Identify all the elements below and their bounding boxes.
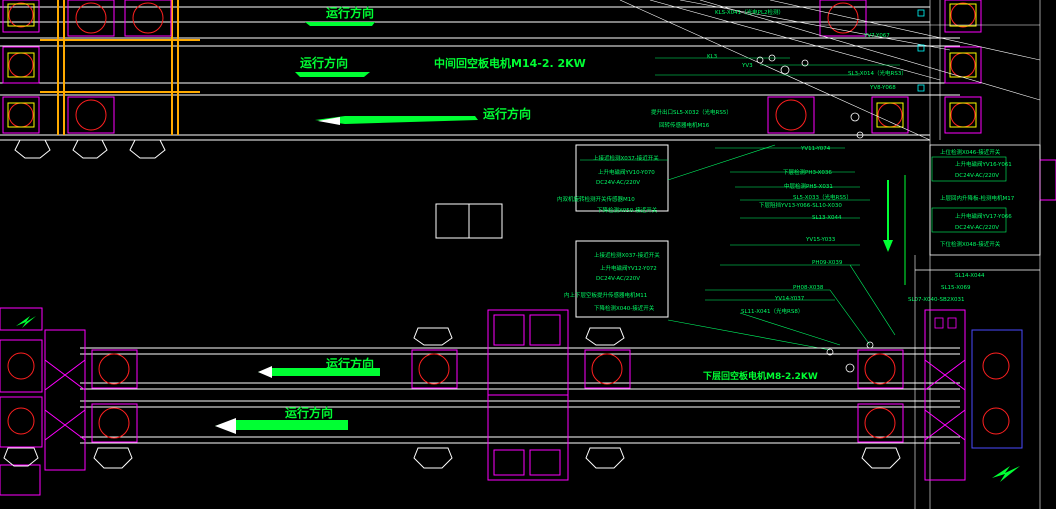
- upper-motor-units: [2, 0, 982, 134]
- right-label: SL11-X041（光电RS8）: [741, 307, 803, 315]
- svg-text:上升电磁阀YV12-Y072: 上升电磁阀YV12-Y072: [600, 264, 657, 272]
- lightning-icon: [16, 316, 36, 328]
- motor-unit: [124, 0, 172, 37]
- right-label: YV14-Y037: [774, 296, 805, 302]
- svg-text:运行方向: 运行方向: [326, 356, 374, 371]
- svg-text:SL14-X044: SL14-X044: [955, 273, 985, 279]
- motor-unit: [944, 96, 982, 134]
- right-verticals: [914, 0, 1041, 509]
- svg-text:DC24V-AC/220V: DC24V-AC/220V: [596, 276, 640, 282]
- upper-direction-3: 运行方向: [315, 106, 531, 125]
- lower-direction-1: 运行方向: [258, 356, 380, 378]
- svg-text:上位检测X046-接近开关: 上位检测X046-接近开关: [940, 148, 1001, 156]
- svg-text:运行方向: 运行方向: [483, 106, 531, 121]
- motor-unit: [67, 96, 115, 134]
- right-label: SL13-X044: [812, 215, 842, 221]
- motor-unit: [944, 0, 982, 33]
- middle-belt-title: 中间回空板电机M14-2. 2KW: [434, 56, 586, 70]
- right-label: PH09-X039: [812, 260, 843, 266]
- lower-guides: [3, 327, 901, 469]
- right-label: YV11-Y074: [800, 146, 831, 152]
- upper-rails: [40, 0, 200, 135]
- lower-belts: [80, 347, 960, 444]
- upper-belts: [0, 6, 960, 141]
- motor-unit: [871, 96, 909, 134]
- upper-direction-1: 运行方向: [305, 5, 375, 26]
- center-block-1: 上接近检测X037-接近开关 上升电磁阀YV10-Y070 DC24V-AC/2…: [557, 144, 776, 214]
- right-label: 提升出口SL5-X032（光电RS5）: [651, 108, 732, 116]
- svg-text:上接近检测X037-接近开关: 上接近检测X037-接近开关: [594, 251, 660, 259]
- far-right-panel: 上位检测X046-接近开关 上升电磁阀YV16-Y061 DC24V-AC/22…: [908, 144, 1056, 303]
- top-note-5: YV3: [741, 63, 753, 69]
- svg-text:上层回内升降板-检测电机M17: 上层回内升降板-检测电机M17: [940, 194, 1015, 202]
- svg-text:上升电磁阀YV16-Y061: 上升电磁阀YV16-Y061: [955, 160, 1012, 168]
- right-label: 中层检测PH5-X031: [784, 182, 833, 190]
- lower-belt-title: 下层回空板电机M8-2.2KW: [703, 370, 818, 382]
- svg-text:运行方向: 运行方向: [300, 55, 348, 70]
- svg-text:上接近检测X037-接近开关: 上接近检测X037-接近开关: [593, 154, 659, 162]
- right-leaders: [705, 147, 896, 346]
- top-note-3: SL3-X014（光电RS3）: [848, 69, 907, 77]
- svg-text:DC24V-AC/220V: DC24V-AC/220V: [955, 173, 999, 179]
- top-note-lines: [655, 57, 900, 76]
- svg-text:运行方向: 运行方向: [326, 5, 374, 20]
- svg-text:下降检测X050-接近开关: 下降检测X050-接近开关: [597, 206, 658, 214]
- svg-text:上升电磁阀YV17-Y066: 上升电磁阀YV17-Y066: [955, 212, 1012, 220]
- svg-text:下位检测X048-接近开关: 下位检测X048-接近开关: [940, 240, 1001, 248]
- motor-unit: [2, 96, 40, 134]
- svg-text:下降检测X040-接近开关: 下降检测X040-接近开关: [594, 304, 655, 312]
- lightning-icon: [992, 466, 1020, 482]
- motor-unit: [2, 0, 40, 33]
- leader-fan-top: [619, 0, 1041, 141]
- center-rectangle: [435, 203, 503, 239]
- svg-text:运行方向: 运行方向: [285, 405, 333, 420]
- right-label: SL5-X033（光电RS5）: [793, 193, 852, 201]
- motor-unit: [67, 0, 115, 37]
- motor-unit: [944, 46, 982, 84]
- right-label: YV15-Y033: [805, 237, 836, 243]
- svg-text:SL15-X069: SL15-X069: [941, 285, 971, 291]
- motor-unit: [819, 0, 867, 37]
- svg-text:内双机旋转检测开关传感器M10: 内双机旋转检测开关传感器M10: [557, 195, 635, 203]
- top-note-6: YV8-Y068: [869, 85, 896, 91]
- lower-left-frame: [0, 307, 138, 496]
- right-label: 下层检测PH3-X036: [783, 168, 832, 176]
- upper-guides: [14, 139, 166, 159]
- top-sensors: [756, 9, 925, 139]
- down-arrow: [883, 175, 906, 285]
- center-block-2: 上接近检测X037-接近开关 上升电磁阀YV12-Y072 DC24V-AC/2…: [564, 240, 831, 351]
- motor-unit: [2, 46, 40, 84]
- motor-unit: [767, 96, 815, 134]
- svg-text:DC24V-AC/220V: DC24V-AC/220V: [955, 225, 999, 231]
- svg-text:内上下层空板提升传感器电机M11: 内上下层空板提升传感器电机M11: [564, 291, 647, 299]
- lower-sensors: [826, 317, 957, 373]
- lower-center-frames: [411, 309, 1023, 481]
- top-note-4: KL3: [707, 54, 718, 60]
- upper-direction-2: 运行方向: [295, 55, 370, 77]
- right-label: PH08-X038: [793, 285, 824, 291]
- lower-direction-2: 运行方向: [215, 405, 348, 434]
- right-label: 回转传感器电机M16: [659, 121, 710, 129]
- svg-text:DC24V-AC/220V: DC24V-AC/220V: [596, 180, 640, 186]
- top-note-1: KLS-X041（光电PL2检测）: [715, 8, 784, 16]
- right-label: 下层阻挡YV13-Y066-SL10-X030: [759, 201, 842, 209]
- svg-text:SL07-X040-SB2X031: SL07-X040-SB2X031: [908, 297, 965, 303]
- top-note-2: YV7-Y067: [863, 33, 890, 39]
- svg-text:上升电磁阀YV10-Y070: 上升电磁阀YV10-Y070: [598, 168, 655, 176]
